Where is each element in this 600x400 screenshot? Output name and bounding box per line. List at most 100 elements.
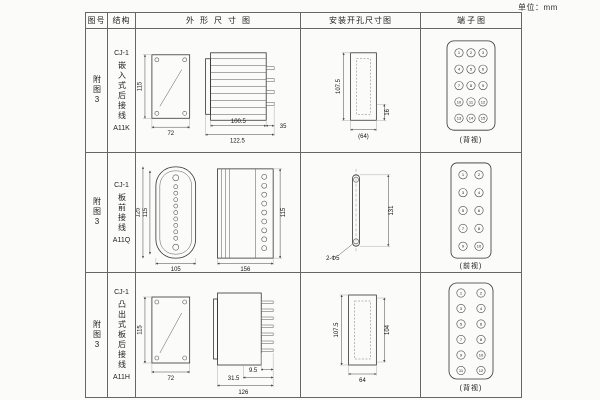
svg-text:6: 6 xyxy=(482,67,485,72)
side-view: 156 115 xyxy=(217,168,287,272)
dim-len2: 126 xyxy=(238,390,249,396)
svg-text:4: 4 xyxy=(480,306,483,311)
install-cell-row2: 131 2-Φ5 xyxy=(301,153,421,273)
svg-text:13: 13 xyxy=(457,116,462,121)
structure-cell-row3: CJ-1 凸出式板后接线 A11H xyxy=(108,273,136,397)
outline-drawing-a11q: 125 115 105 xyxy=(136,166,287,272)
model-label: CJ-1 xyxy=(114,181,129,189)
unit-label: 单位：mm xyxy=(518,3,558,12)
svg-text:4: 4 xyxy=(478,190,481,195)
install-drawing-a11q: 131 2-Φ5 xyxy=(326,168,395,262)
install-drawing-a11h: 107.5 104 64 xyxy=(334,294,391,384)
svg-text:7: 7 xyxy=(462,226,464,231)
side-view: 9.5 31.5 126 xyxy=(213,292,274,396)
svg-text:12: 12 xyxy=(479,368,484,373)
header-structure: 结构 xyxy=(108,13,136,29)
svg-text:10: 10 xyxy=(479,352,484,357)
header-fig-no: 图号 xyxy=(86,13,108,29)
front-view: 125 115 105 xyxy=(136,166,197,272)
dim-len2: 122.5 xyxy=(230,139,246,145)
svg-text:5: 5 xyxy=(460,321,463,326)
svg-text:15: 15 xyxy=(481,116,486,121)
structure-cell-row2: CJ-1 板前接线 A11Q xyxy=(108,153,136,273)
outline-cell-row2: 125 115 105 xyxy=(136,153,301,273)
view-label: (前视) xyxy=(460,261,483,270)
structure-desc: 嵌入式后接线 xyxy=(117,60,127,121)
svg-text:8: 8 xyxy=(470,83,473,88)
dim-width: 64 xyxy=(359,378,366,384)
header-install: 安装开孔尺寸图 xyxy=(301,13,421,29)
svg-text:7: 7 xyxy=(458,83,460,88)
dim-width: 72 xyxy=(167,376,174,382)
dim-height: 115 xyxy=(137,325,143,335)
outline-drawing-a11h: 115 72 xyxy=(137,292,274,396)
dim-pin: 9.5 xyxy=(249,368,258,374)
svg-text:9: 9 xyxy=(482,83,485,88)
svg-text:7: 7 xyxy=(460,337,463,342)
outline-cell-row3: 115 72 xyxy=(136,273,301,397)
svg-text:3: 3 xyxy=(482,50,485,55)
dim-width: 105 xyxy=(171,267,182,272)
dim-height: 115 xyxy=(137,81,143,91)
structure-desc: 板前接线 xyxy=(117,192,127,233)
fig-no-label: 附图3 xyxy=(92,319,102,351)
dim-side: 104 xyxy=(385,324,391,335)
cutout-view: 107.5 16 (64) xyxy=(336,52,391,140)
svg-text:5: 5 xyxy=(462,208,465,213)
dim-height: 107.5 xyxy=(336,78,342,94)
outline-drawing-a11k: 115 72 xyxy=(137,52,287,145)
svg-text:9: 9 xyxy=(460,352,463,357)
svg-text:10: 10 xyxy=(457,99,462,104)
header-outline: 外形尺寸图 xyxy=(136,13,301,29)
dim-height: 125 xyxy=(136,207,141,218)
view-label: (背视) xyxy=(460,383,483,392)
svg-text:11: 11 xyxy=(459,368,464,373)
model-label: CJ-1 xyxy=(114,49,129,57)
structure-desc: 凸出式板后接线 xyxy=(117,300,127,370)
code-label: A11H xyxy=(113,374,130,381)
dim-width: 72 xyxy=(167,131,174,137)
svg-text:2: 2 xyxy=(478,172,480,177)
svg-text:3: 3 xyxy=(462,190,465,195)
side-view: 100.5 35 122.5 xyxy=(205,52,287,145)
header-terminal: 端子图 xyxy=(421,13,521,29)
fig-no-label: 附图3 xyxy=(92,197,102,228)
cutout-view: 107.5 104 64 xyxy=(334,294,391,384)
svg-text:1: 1 xyxy=(458,50,461,55)
dim-depth: 35 xyxy=(280,124,287,130)
dim-len1: 100.5 xyxy=(231,119,247,125)
svg-text:8: 8 xyxy=(478,226,481,231)
code-label: A11Q xyxy=(112,236,131,244)
view-label: (背视) xyxy=(460,135,483,144)
dim-len1: 156 xyxy=(240,267,251,272)
dim-height: 131 xyxy=(389,205,395,216)
svg-text:9: 9 xyxy=(462,244,465,249)
code-label: A11K xyxy=(113,124,130,132)
install-drawing-a11k: 107.5 16 (64) xyxy=(336,52,391,140)
svg-text:1: 1 xyxy=(460,290,463,295)
structure-cell-row1: CJ-1 嵌入式后接线 A11K xyxy=(108,29,136,153)
svg-text:4: 4 xyxy=(458,67,461,72)
install-cell-row3: 107.5 104 64 xyxy=(301,273,421,397)
svg-text:2: 2 xyxy=(480,290,483,295)
fig-no-cell-row3: 附图3 xyxy=(86,273,108,397)
holes-label: 2-Φ5 xyxy=(326,256,340,262)
svg-text:14: 14 xyxy=(469,116,474,121)
front-view: 115 72 xyxy=(137,54,191,137)
svg-text:12: 12 xyxy=(481,99,485,104)
install-cell-row1: 107.5 16 (64) xyxy=(301,29,421,153)
cutout-view: 131 2-Φ5 xyxy=(326,168,395,262)
model-label: CJ-1 xyxy=(114,289,129,296)
dim-height2: 115 xyxy=(143,207,149,217)
dim-depth: 115 xyxy=(281,207,287,217)
dim-width: (64) xyxy=(358,134,369,140)
dim-len1: 31.5 xyxy=(228,376,240,382)
